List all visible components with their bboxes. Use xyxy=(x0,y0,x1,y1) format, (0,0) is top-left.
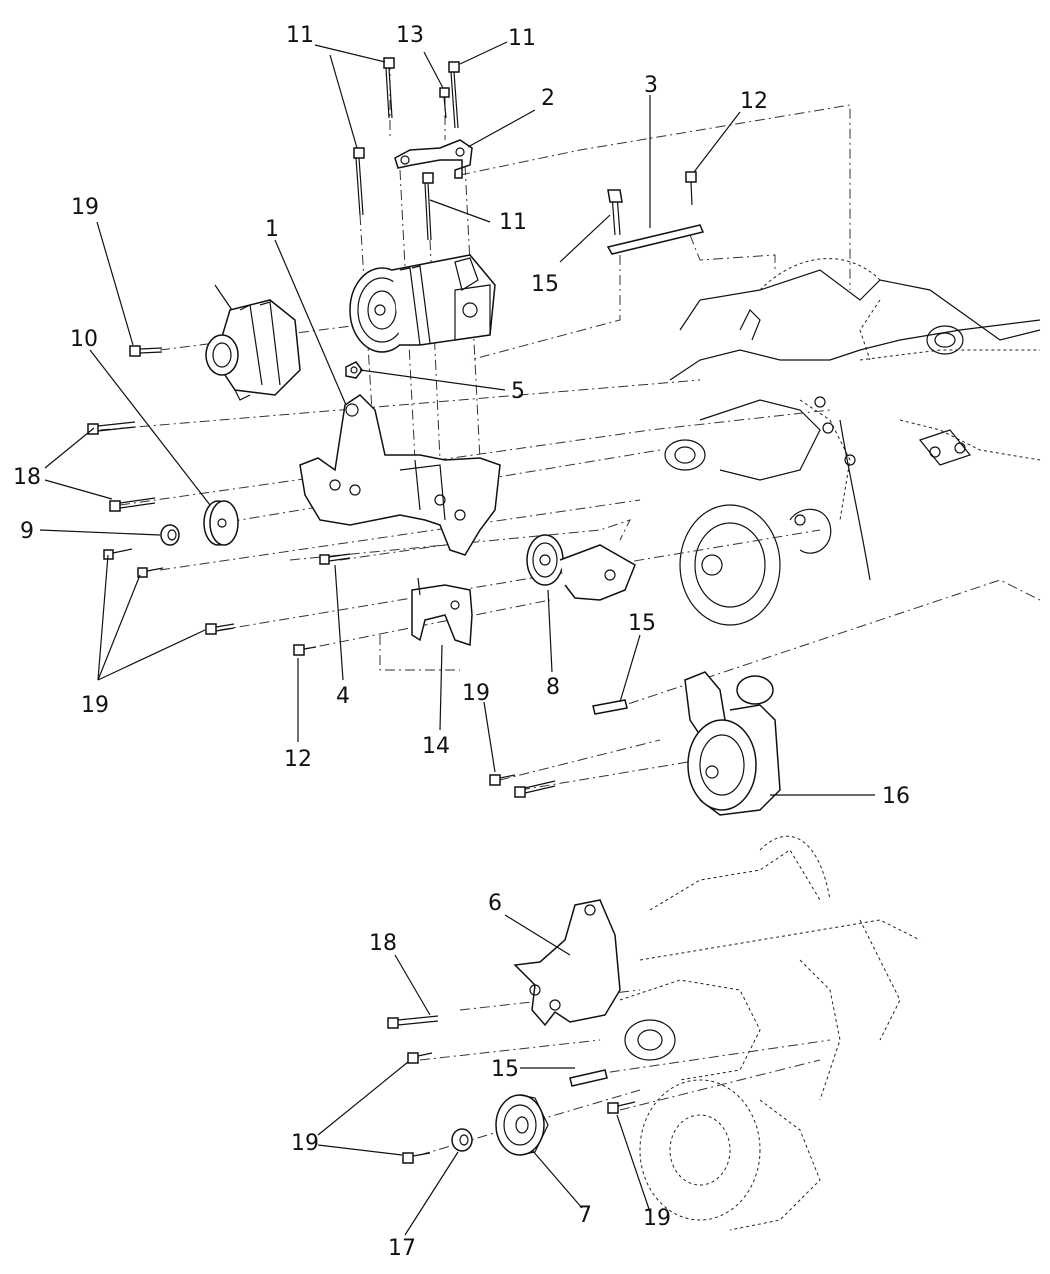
bracket-1 xyxy=(299,394,501,556)
stud-15-top xyxy=(607,189,623,236)
bolt-19-pump xyxy=(489,774,516,786)
bracket-14 xyxy=(411,577,473,647)
callout-14: 14 xyxy=(422,734,450,759)
power-steering-pump-16 xyxy=(684,671,781,816)
bolt-19-bottom-a xyxy=(407,1052,433,1064)
stud-15-bottom xyxy=(569,1069,608,1087)
callout-1: 1 xyxy=(265,217,279,242)
bolt-19-alt-upper xyxy=(129,345,163,357)
bolt-18-pump xyxy=(514,780,556,798)
callout-6: 6 xyxy=(488,891,502,916)
pulley-7 xyxy=(495,1094,549,1156)
engine-block-upper xyxy=(664,258,1041,626)
bolt-11-left-long xyxy=(353,147,365,216)
brace-2 xyxy=(394,139,473,179)
callout-12: 12 xyxy=(740,89,768,114)
strap-3 xyxy=(606,224,705,255)
nut-5 xyxy=(345,361,363,379)
callout-18: 18 xyxy=(13,465,41,490)
belt-tensioner-8 xyxy=(526,534,636,601)
callout-15: 15 xyxy=(491,1057,519,1082)
bolt-11-center xyxy=(422,172,434,241)
callout-17: 17 xyxy=(388,1236,416,1261)
bolt-18-upper xyxy=(87,421,136,435)
leader-lines xyxy=(39,41,875,1236)
callout-12: 12 xyxy=(284,747,312,772)
callout-19: 19 xyxy=(71,195,99,220)
bolt-11-right-top xyxy=(448,61,460,129)
stud-4 xyxy=(319,553,351,565)
alternator xyxy=(205,284,301,401)
ac-compressor xyxy=(349,254,496,353)
callout-3: 3 xyxy=(644,73,658,98)
spacer-17 xyxy=(451,1128,473,1152)
callout-5: 5 xyxy=(511,379,525,404)
callout-2: 2 xyxy=(541,86,555,111)
callout-13: 13 xyxy=(396,23,424,48)
bolt-18-bottom xyxy=(387,1015,439,1029)
alignment-guides xyxy=(99,60,1041,1156)
callout-9: 9 xyxy=(20,519,34,544)
bolt-19-left-a xyxy=(103,548,133,560)
bolt-13 xyxy=(439,87,450,119)
callout-4: 4 xyxy=(336,684,350,709)
bolt-19-left-b xyxy=(137,567,164,578)
bolt-19-bottom-c xyxy=(402,1152,431,1164)
callout-15: 15 xyxy=(628,611,656,636)
bolt-19-bottom-b xyxy=(607,1101,636,1114)
callout-15: 15 xyxy=(531,272,559,297)
callout-11: 11 xyxy=(286,23,314,48)
callout-19: 19 xyxy=(291,1131,319,1156)
stud-15-middle xyxy=(592,699,628,715)
callout-16: 16 xyxy=(882,784,910,809)
bolt-12-top xyxy=(685,171,697,206)
callout-19: 19 xyxy=(643,1206,671,1231)
callout-11: 11 xyxy=(499,210,527,235)
bolt-18-lower xyxy=(109,497,156,512)
callout-10: 10 xyxy=(70,327,98,352)
callout-11: 11 xyxy=(508,26,536,51)
bolt-19-left-c xyxy=(205,623,235,635)
engine-block-lower xyxy=(619,835,921,1231)
callout-8: 8 xyxy=(546,675,560,700)
callout-19: 19 xyxy=(462,681,490,706)
bracket-6 xyxy=(513,899,621,1027)
callout-18: 18 xyxy=(369,931,397,956)
callout-7: 7 xyxy=(578,1203,592,1228)
spacer-9 xyxy=(160,524,180,546)
bolt-11-left-top xyxy=(383,57,395,119)
bolt-12-lower xyxy=(293,644,317,656)
idler-pulley-10 xyxy=(203,500,239,546)
callout-labels: 11 13 11 2 3 12 19 1 11 15 10 5 18 9 15 … xyxy=(13,23,910,1261)
callout-19: 19 xyxy=(81,693,109,718)
